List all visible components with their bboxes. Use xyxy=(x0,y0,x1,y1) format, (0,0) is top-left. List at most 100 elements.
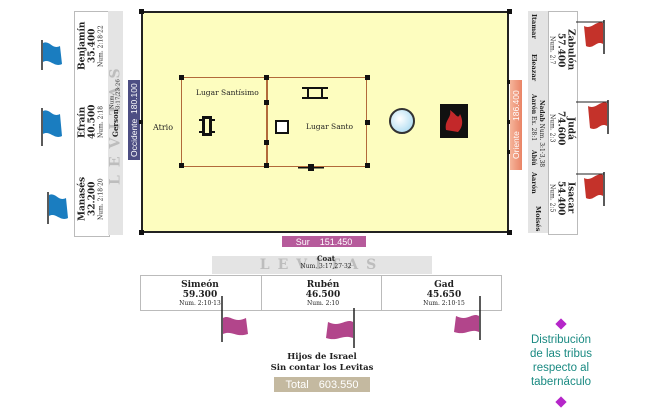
tribe-count: 40.500 xyxy=(87,104,98,140)
priest-aaron-group: Aarón Ex. 28:1 xyxy=(530,94,537,141)
court-post xyxy=(507,9,512,14)
tribe-name: Benjamín xyxy=(77,21,88,71)
tribe-name: Manasés xyxy=(77,176,88,222)
tribe-name: Simeón xyxy=(181,280,219,290)
east-tribes-panel xyxy=(548,11,578,235)
tribe-ref: Num. 2:7 xyxy=(548,35,556,65)
coat-label: Coat Num. 3:17,27·32 xyxy=(286,255,366,271)
south-side-count: 151.450 xyxy=(319,236,353,247)
tent-divider xyxy=(266,78,268,166)
west-flag-manases xyxy=(46,192,74,228)
south-levitas-strip: LEVITAS xyxy=(212,256,432,274)
south-divider xyxy=(381,276,382,310)
lampstand-icon xyxy=(298,157,324,176)
priest-name: Aarón xyxy=(530,94,537,115)
south-divider xyxy=(261,276,262,310)
tribe-ref: Num. 2:18·22 xyxy=(97,25,105,67)
gerson-label: Gerson Num. 3:17,23·26 xyxy=(108,79,123,137)
tent-post xyxy=(179,75,184,80)
caption-diamond-bottom xyxy=(555,396,567,408)
caption-text: Distribución de las tribus respecto al t… xyxy=(515,333,607,389)
table-icon xyxy=(302,84,328,103)
caption-line: Distribución xyxy=(530,334,592,346)
tent-post xyxy=(264,163,269,168)
tribe-ref: Num. 2:10 xyxy=(306,300,340,307)
tribe-count: 59.300 xyxy=(182,290,218,300)
tent-post xyxy=(365,75,370,80)
summary-line1: Hijos de Israel xyxy=(287,352,357,362)
tribe-simeon: Simeón 59.300 Num. 2:10·13 xyxy=(160,280,240,307)
court-post xyxy=(507,150,511,154)
total-label: Total xyxy=(285,378,309,391)
tribe-ruben: Rubén 46.500 Num. 2:10 xyxy=(283,280,363,307)
tribe-name: Zabulón xyxy=(565,29,576,71)
west-side-label: Occidente xyxy=(129,118,139,157)
south-side-label: Sur xyxy=(295,236,310,247)
priest-name: Abiú xyxy=(530,150,537,166)
priest-ref: Num. 3:1·3,38 xyxy=(538,123,545,168)
tent-post xyxy=(264,140,269,145)
south-tribes-panel xyxy=(140,275,502,311)
east-side-tag: Oriente 186.400 xyxy=(510,80,522,170)
summary-line2: Sin contar los Levitas xyxy=(270,363,374,373)
east-flag-isacar xyxy=(576,172,606,210)
court-post xyxy=(139,230,144,235)
east-side-label: Oriente xyxy=(511,131,521,160)
south-flag-ruben xyxy=(316,308,356,352)
tribe-count: 57.400 xyxy=(555,32,566,68)
west-side-count: 180.100 xyxy=(129,83,139,115)
tribe-efrain: Efraín 40.500 Num. 2:18 xyxy=(74,92,108,152)
atrio-label: Atrio xyxy=(153,123,174,132)
tribe-count: 46.500 xyxy=(305,290,341,300)
tribe-gad: Gad 45.650 Num. 2:10·15 xyxy=(404,280,484,307)
tribe-name: Isacar xyxy=(565,182,576,214)
priest-aaron: Aarón xyxy=(530,172,538,194)
tribe-isacar: Isacar 54.400 Num. 2:5 xyxy=(548,168,576,228)
south-flag-simeon xyxy=(220,296,250,346)
priest-name: Itamar xyxy=(530,14,538,39)
gerson-ref: Num. 3:17,23·26 xyxy=(109,79,122,109)
tribe-ref: Num. 2:10·15 xyxy=(423,300,465,307)
priest-name: Eleazar xyxy=(530,54,538,82)
coat-name: Coat xyxy=(316,254,335,263)
priest-name: Moisés xyxy=(534,206,542,232)
gerson-name: Gerson xyxy=(111,109,120,137)
court-post xyxy=(139,120,143,124)
court-post xyxy=(507,80,511,84)
coat-ref: Num. 3:17,27·32 xyxy=(300,263,352,270)
bronze-altar-icon xyxy=(440,104,468,142)
incense-altar-icon xyxy=(275,120,289,134)
tribe-ref: Num. 2:10·13 xyxy=(179,300,221,307)
priest-moises: Moisés xyxy=(534,206,542,231)
priest-eleazar: Eleazar xyxy=(530,54,538,81)
tribe-ref: Num. 2:3 xyxy=(548,113,556,143)
priest-name: Nadab xyxy=(538,100,545,122)
tribe-ref: Num. 2:5 xyxy=(548,183,556,213)
tribe-count: 45.650 xyxy=(426,290,462,300)
summary-text: Hijos de Israel Sin contar los Levitas xyxy=(262,352,382,374)
tribe-zabulon: Zabulón 57.400 Num. 2:7 xyxy=(548,20,576,80)
tribe-count: 74.600 xyxy=(555,110,566,146)
tribe-juda: Judá 74.600 Num. 2:3 xyxy=(548,100,576,156)
tribe-name: Gad xyxy=(434,280,454,290)
priest-abiu: Abiú xyxy=(530,150,537,166)
east-flag-zabulon xyxy=(576,20,606,58)
tribe-name: Judá xyxy=(565,116,576,140)
tent-post xyxy=(264,100,269,105)
tent-post xyxy=(264,75,269,80)
priest-itamar: Itamar xyxy=(530,14,538,39)
caption-diamond-top xyxy=(555,318,567,330)
priest-nadab-group: Nadab Num. 3:1·3,38 xyxy=(538,100,545,167)
caption-line: tabernáculo xyxy=(530,376,592,388)
tent-post xyxy=(365,120,370,125)
tribe-ref: Num. 2:18 xyxy=(97,105,105,139)
santo-label: Lugar Santo xyxy=(306,122,354,131)
south-side-tag: Sur 151.450 xyxy=(282,236,366,247)
east-flag-juda xyxy=(576,100,610,138)
west-flag-benjamin xyxy=(40,40,68,74)
south-flag-gad xyxy=(446,296,482,344)
tribe-name: Rubén xyxy=(306,280,340,290)
tent-post xyxy=(179,163,184,168)
west-tribes-panel xyxy=(74,11,110,237)
total-plaque: Total 603.550 xyxy=(274,377,370,392)
